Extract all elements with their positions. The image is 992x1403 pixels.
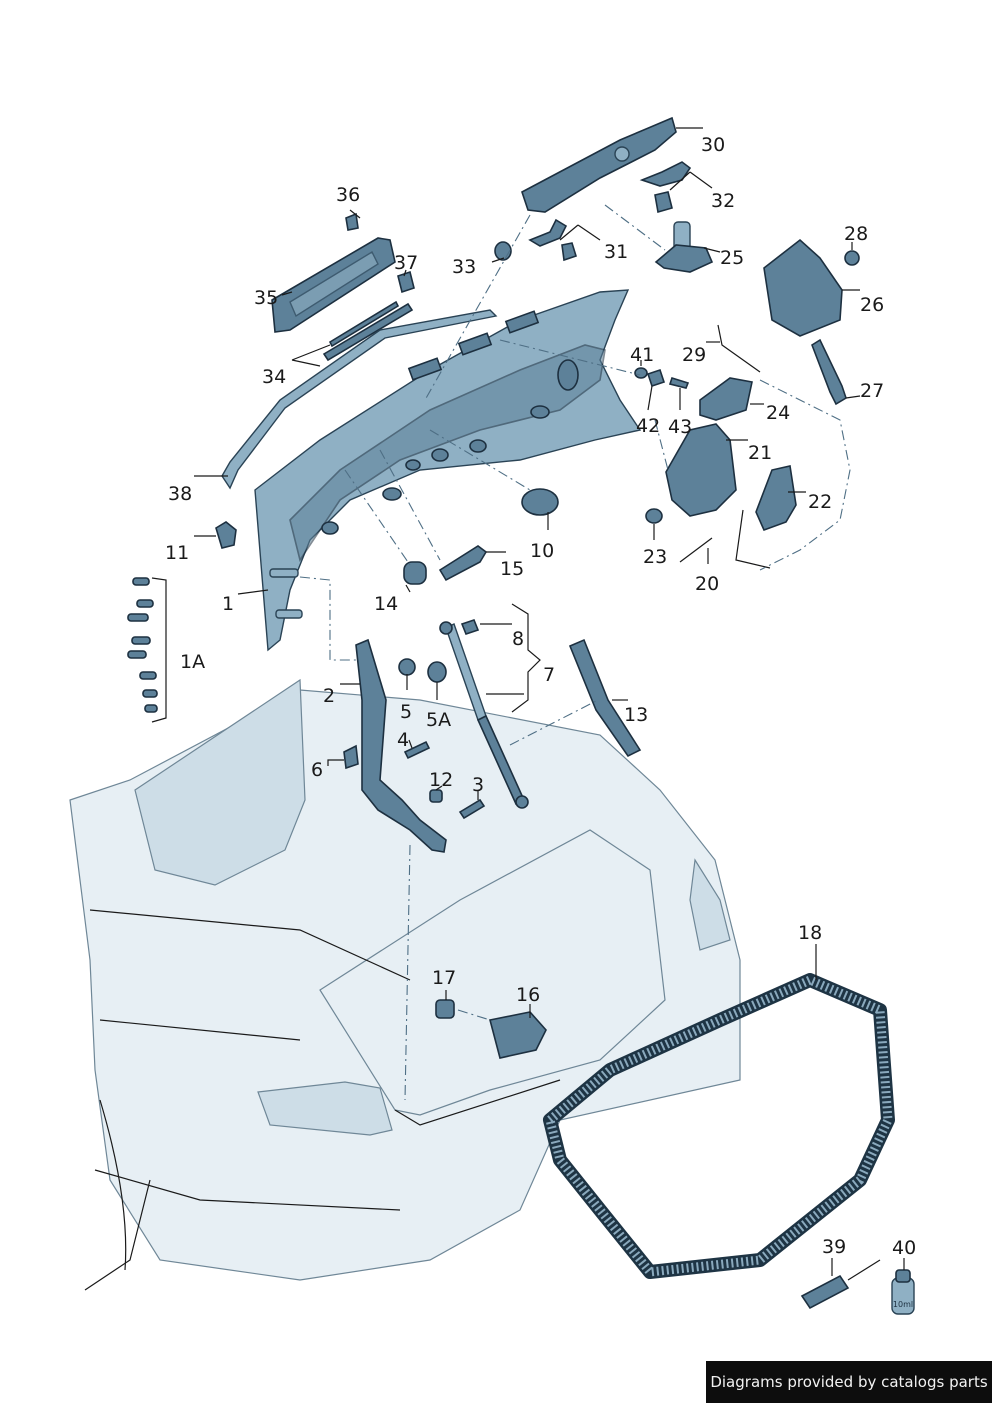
- callout-37: 37: [394, 252, 418, 274]
- grip-15: [438, 545, 488, 582]
- callout-10: 10: [530, 540, 554, 562]
- callout-3: 3: [472, 774, 484, 796]
- callout-35: 35: [254, 287, 278, 309]
- bottle-label: 10ml: [893, 1300, 913, 1309]
- cable-29: [717, 324, 761, 373]
- clip-32: [639, 161, 692, 187]
- buffer-11: [215, 521, 237, 549]
- cover-22: [755, 465, 797, 532]
- callouts: 1 1A 2 3 4 5 5A 6 7 8 10 11 12 13 14 15 …: [165, 134, 916, 1259]
- lock-cylinder-25: [654, 221, 714, 273]
- callout-27: 27: [860, 380, 884, 402]
- callout-39: 39: [822, 1236, 846, 1258]
- callout-43: 43: [668, 416, 692, 438]
- trunk-opening: [319, 829, 666, 1116]
- callout-42: 42: [636, 415, 660, 437]
- screw-3: [458, 798, 486, 820]
- callout-11: 11: [165, 542, 189, 564]
- callout-1: 1: [222, 593, 234, 615]
- clip-8: [460, 619, 480, 635]
- callout-15: 15: [500, 558, 524, 580]
- callout-14: 14: [374, 593, 398, 615]
- callout-29: 29: [682, 344, 706, 366]
- screw-4: [403, 740, 431, 760]
- handle-trim-30: [521, 116, 677, 213]
- callout-4: 4: [397, 729, 409, 751]
- callout-33: 33: [452, 256, 476, 278]
- callout-1A: 1A: [180, 651, 205, 673]
- washer-41: [634, 367, 648, 379]
- callout-22: 22: [808, 491, 832, 513]
- lock-21: [665, 423, 737, 517]
- grommet-23: [645, 508, 663, 524]
- callout-34: 34: [262, 366, 286, 388]
- screw-43: [668, 377, 690, 389]
- right-tail-light: [689, 858, 731, 951]
- grommet-33: [494, 241, 512, 261]
- callout-30: 30: [701, 134, 725, 156]
- hinge-2: [355, 638, 447, 853]
- callout-13: 13: [624, 704, 648, 726]
- clip-42: [646, 368, 666, 388]
- clip-31: [528, 218, 568, 247]
- callout-41: 41: [630, 344, 654, 366]
- callout-2: 2: [323, 685, 335, 707]
- callout-6: 6: [311, 759, 323, 781]
- callout-20: 20: [695, 573, 719, 595]
- callout-31: 31: [604, 241, 628, 263]
- callout-8: 8: [512, 628, 524, 650]
- trunk-lid: [254, 289, 642, 652]
- lid-studs: [269, 568, 303, 619]
- left-tail-light: [257, 1081, 393, 1136]
- bushing-5: [398, 658, 416, 676]
- callout-38: 38: [168, 483, 192, 505]
- callout-21: 21: [748, 442, 772, 464]
- callout-24: 24: [766, 402, 790, 424]
- car-body: [69, 678, 741, 1291]
- striker-16: [489, 1011, 547, 1059]
- callout-36: 36: [336, 184, 360, 206]
- bottle-40: 10ml: [891, 1269, 915, 1315]
- callout-5: 5: [400, 701, 412, 723]
- cable-20: [679, 537, 713, 563]
- bolt-27: [811, 338, 847, 406]
- nut-12: [429, 789, 443, 803]
- callout-26: 26: [860, 294, 884, 316]
- callout-5A: 5A: [426, 709, 451, 731]
- strip-34: [322, 302, 414, 362]
- footer-credit: Diagrams provided by catalogs parts: [706, 1361, 992, 1403]
- cover-24: [699, 377, 753, 421]
- nut-28: [844, 250, 860, 266]
- rear-window: [134, 678, 306, 886]
- callout-32: 32: [711, 190, 735, 212]
- alignment-lines: [299, 204, 851, 1101]
- nut-17: [435, 999, 455, 1019]
- gas-strut-7: [439, 621, 529, 809]
- callout-23: 23: [643, 546, 667, 568]
- callout-40: 40: [892, 1237, 916, 1259]
- clip-37: [397, 270, 415, 294]
- clip-36: [345, 212, 359, 231]
- pad-13: [568, 638, 642, 758]
- callout-7: 7: [543, 664, 555, 686]
- strip-38: [221, 309, 498, 490]
- callout-17: 17: [432, 967, 456, 989]
- pad-10: [521, 488, 559, 516]
- leader-lines: [194, 127, 905, 1276]
- tube-39: [800, 1274, 850, 1310]
- bracket-26: [763, 238, 843, 337]
- callout-28: 28: [844, 223, 868, 245]
- buffer-14: [403, 561, 427, 585]
- screw-set-1A: [127, 577, 158, 713]
- callout-12: 12: [429, 769, 453, 791]
- callout-16: 16: [516, 984, 540, 1006]
- callout-25: 25: [720, 247, 744, 269]
- bushing-5A: [427, 661, 447, 683]
- buffer-6: [343, 744, 359, 770]
- callout-18: 18: [798, 922, 822, 944]
- seal-18: [543, 973, 895, 1279]
